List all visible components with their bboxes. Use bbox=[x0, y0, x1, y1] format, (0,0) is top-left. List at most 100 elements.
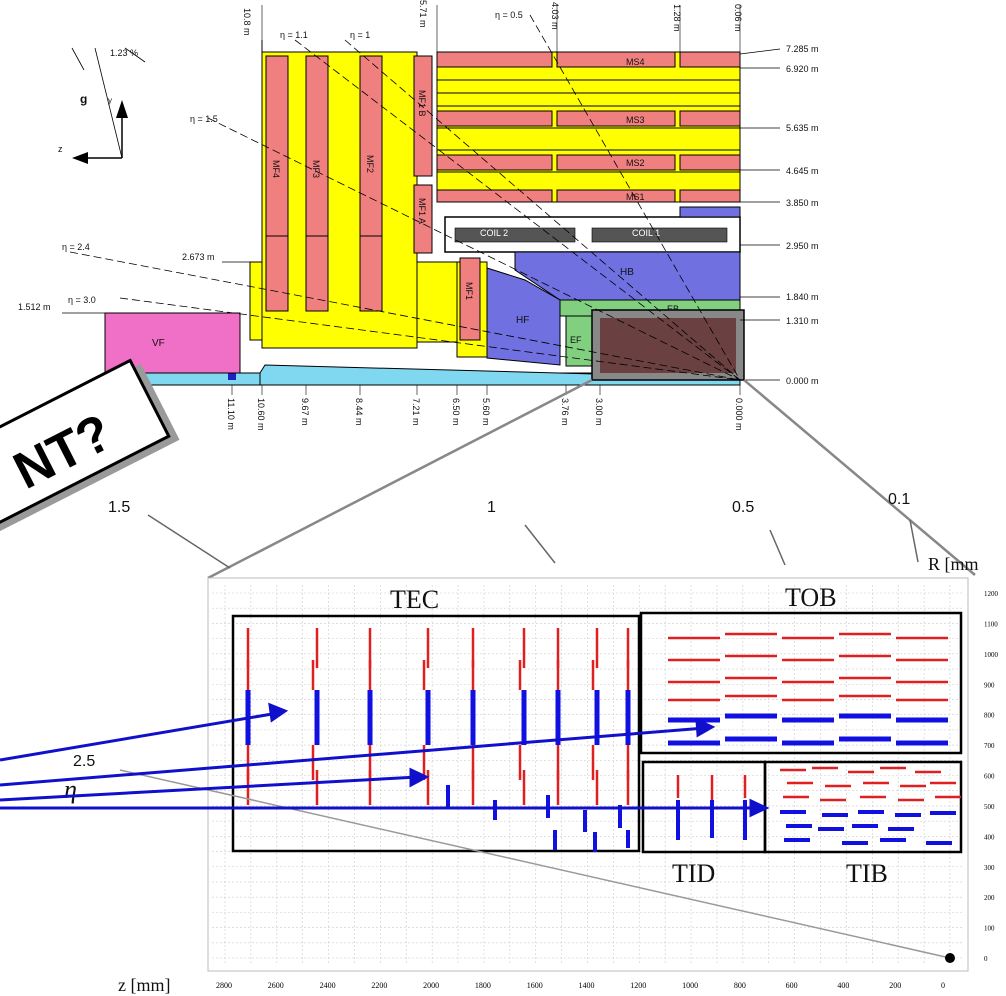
radius-1-310: 1.310 m bbox=[786, 316, 819, 326]
eta-1-5-label: η = 1.5 bbox=[190, 114, 218, 124]
z-tick-label: 2600 bbox=[268, 981, 284, 990]
length-1-512: 1.512 m bbox=[18, 302, 51, 312]
eta-label-1: 1 bbox=[487, 499, 496, 516]
y-label: y bbox=[108, 96, 112, 105]
arrow-head-icon bbox=[268, 702, 289, 723]
tracker-inner bbox=[600, 318, 736, 373]
bottom-pos-10-60: 10.60 m bbox=[256, 398, 266, 431]
cms-quadrant-diagram: VF MF4 MF3 MF2 MF1 B MF1 A MF1 bbox=[18, 0, 819, 431]
z-arrow-icon bbox=[72, 152, 88, 164]
endcap-iron-step bbox=[249, 261, 263, 341]
eta-2-5-line bbox=[119, 769, 951, 959]
radius-5-635: 5.635 m bbox=[786, 123, 819, 133]
bottom-pos-3-00: 3.00 m bbox=[594, 398, 604, 426]
tid-label: TID bbox=[672, 859, 715, 888]
eta-0-5-label: η = 0.5 bbox=[495, 10, 523, 20]
angle-label: 1.23 % bbox=[110, 48, 138, 58]
bottom-pos-8-44: 8.44 m bbox=[354, 398, 364, 426]
r-axis-label: R [mm bbox=[928, 554, 979, 574]
eta-label-1-5: 1.5 bbox=[108, 499, 130, 516]
r-tick-label: 900 bbox=[984, 681, 995, 689]
bottom-pos-6-50: 6.50 m bbox=[451, 398, 461, 426]
bottom-pos-5-60: 5.60 m bbox=[481, 398, 491, 426]
hf-block bbox=[486, 267, 561, 366]
top-pos-5-71: 5.71 m bbox=[418, 0, 428, 28]
tob-label: TOB bbox=[785, 583, 837, 612]
r-tick-label: 1100 bbox=[984, 620, 998, 628]
radius-1-840: 1.840 m bbox=[786, 292, 819, 302]
tracker-layout-plot: 1.5 1 0.5 0.1 2.5 η TEC TOB TID TIB R [m… bbox=[64, 491, 999, 995]
r-tick-label: 400 bbox=[984, 833, 995, 841]
length-2-673: 2.673 m bbox=[182, 252, 215, 262]
coil2-label: COIL 2 bbox=[480, 228, 508, 238]
top-dimension-lines bbox=[261, 5, 741, 52]
mf3-label: MF3 bbox=[311, 160, 321, 178]
vf-label: VF bbox=[152, 338, 165, 349]
r-tick-label: 1200 bbox=[984, 590, 999, 598]
tob-region-box bbox=[639, 611, 963, 755]
z-axis-label: z [mm] bbox=[118, 975, 170, 995]
z-tick-label: 1800 bbox=[475, 981, 491, 990]
z-tick-label: 1400 bbox=[579, 981, 595, 990]
annotation-arrows bbox=[0, 702, 770, 818]
hb-label: HB bbox=[620, 267, 634, 278]
zoom-connector-lines bbox=[207, 378, 976, 580]
eta-2-4-label: η = 2.4 bbox=[62, 242, 90, 252]
orientation-compass: 1.23 % g y z bbox=[58, 47, 146, 164]
r-tick-label: 100 bbox=[984, 925, 995, 933]
bottom-pos-11-10: 11.10 m bbox=[226, 398, 236, 430]
mf1-station bbox=[459, 257, 481, 341]
right-radius-ticks bbox=[739, 48, 781, 381]
mf1-label: MF1 bbox=[464, 282, 474, 300]
eta-3-0-label: η = 3.0 bbox=[68, 295, 96, 305]
r-tick-label: 0 bbox=[984, 955, 988, 963]
r-tick-label: 300 bbox=[984, 864, 995, 872]
coil-windings bbox=[454, 227, 728, 243]
ef-label: EF bbox=[570, 335, 582, 345]
plot-frame bbox=[207, 577, 969, 972]
top-pos-0-06: 0.06 m bbox=[733, 4, 743, 32]
eta-1-1-label: η = 1.1 bbox=[280, 30, 308, 40]
eta-label-0-5: 0.5 bbox=[732, 499, 754, 516]
barrel-yoke-lines bbox=[437, 79, 740, 173]
bottom-dimension-lines bbox=[231, 385, 741, 395]
eta-pointer-lines bbox=[147, 514, 919, 569]
z-tick-label: 1600 bbox=[527, 981, 543, 990]
arrow-head-icon bbox=[695, 717, 716, 738]
eta-label-2-5: 2.5 bbox=[73, 753, 95, 770]
z-tick-label: 200 bbox=[889, 981, 901, 990]
z-tick-label: 0 bbox=[941, 981, 945, 990]
r-tick-label: 1000 bbox=[984, 651, 999, 659]
z-label: z bbox=[58, 144, 63, 154]
z-tick-label: 800 bbox=[734, 981, 746, 990]
mf3-station bbox=[305, 55, 329, 312]
z-tick-label: 1000 bbox=[682, 981, 698, 990]
bottom-pos-3-76: 3.76 m bbox=[560, 398, 570, 426]
ms3-label: MS3 bbox=[626, 115, 645, 125]
r-tick-label: 500 bbox=[984, 803, 995, 811]
arrow-head-icon bbox=[749, 798, 770, 818]
radius-0-000: 0.000 m bbox=[786, 376, 819, 386]
hf-label: HF bbox=[516, 315, 529, 326]
r-tick-label: 200 bbox=[984, 894, 995, 902]
tec-label: TEC bbox=[390, 585, 439, 614]
z-tick-label: 400 bbox=[837, 981, 849, 990]
z-tick-label: 2800 bbox=[216, 981, 232, 990]
z-tick-label: 1200 bbox=[630, 981, 646, 990]
eta-1-label: η = 1 bbox=[350, 30, 370, 40]
r-tick-label: 600 bbox=[984, 773, 995, 781]
mf4-station bbox=[265, 55, 289, 312]
mf2-label: MF2 bbox=[365, 155, 375, 173]
mf1a-station bbox=[413, 184, 433, 254]
g-label: g bbox=[80, 92, 87, 106]
radius-2-950: 2.950 m bbox=[786, 241, 819, 251]
z-tick-label: 600 bbox=[786, 981, 798, 990]
radius-6-920: 6.920 m bbox=[786, 64, 819, 74]
arrow-head-icon bbox=[409, 767, 430, 788]
mf1a-label: MF1 A bbox=[417, 198, 427, 224]
beam-block bbox=[228, 371, 236, 380]
